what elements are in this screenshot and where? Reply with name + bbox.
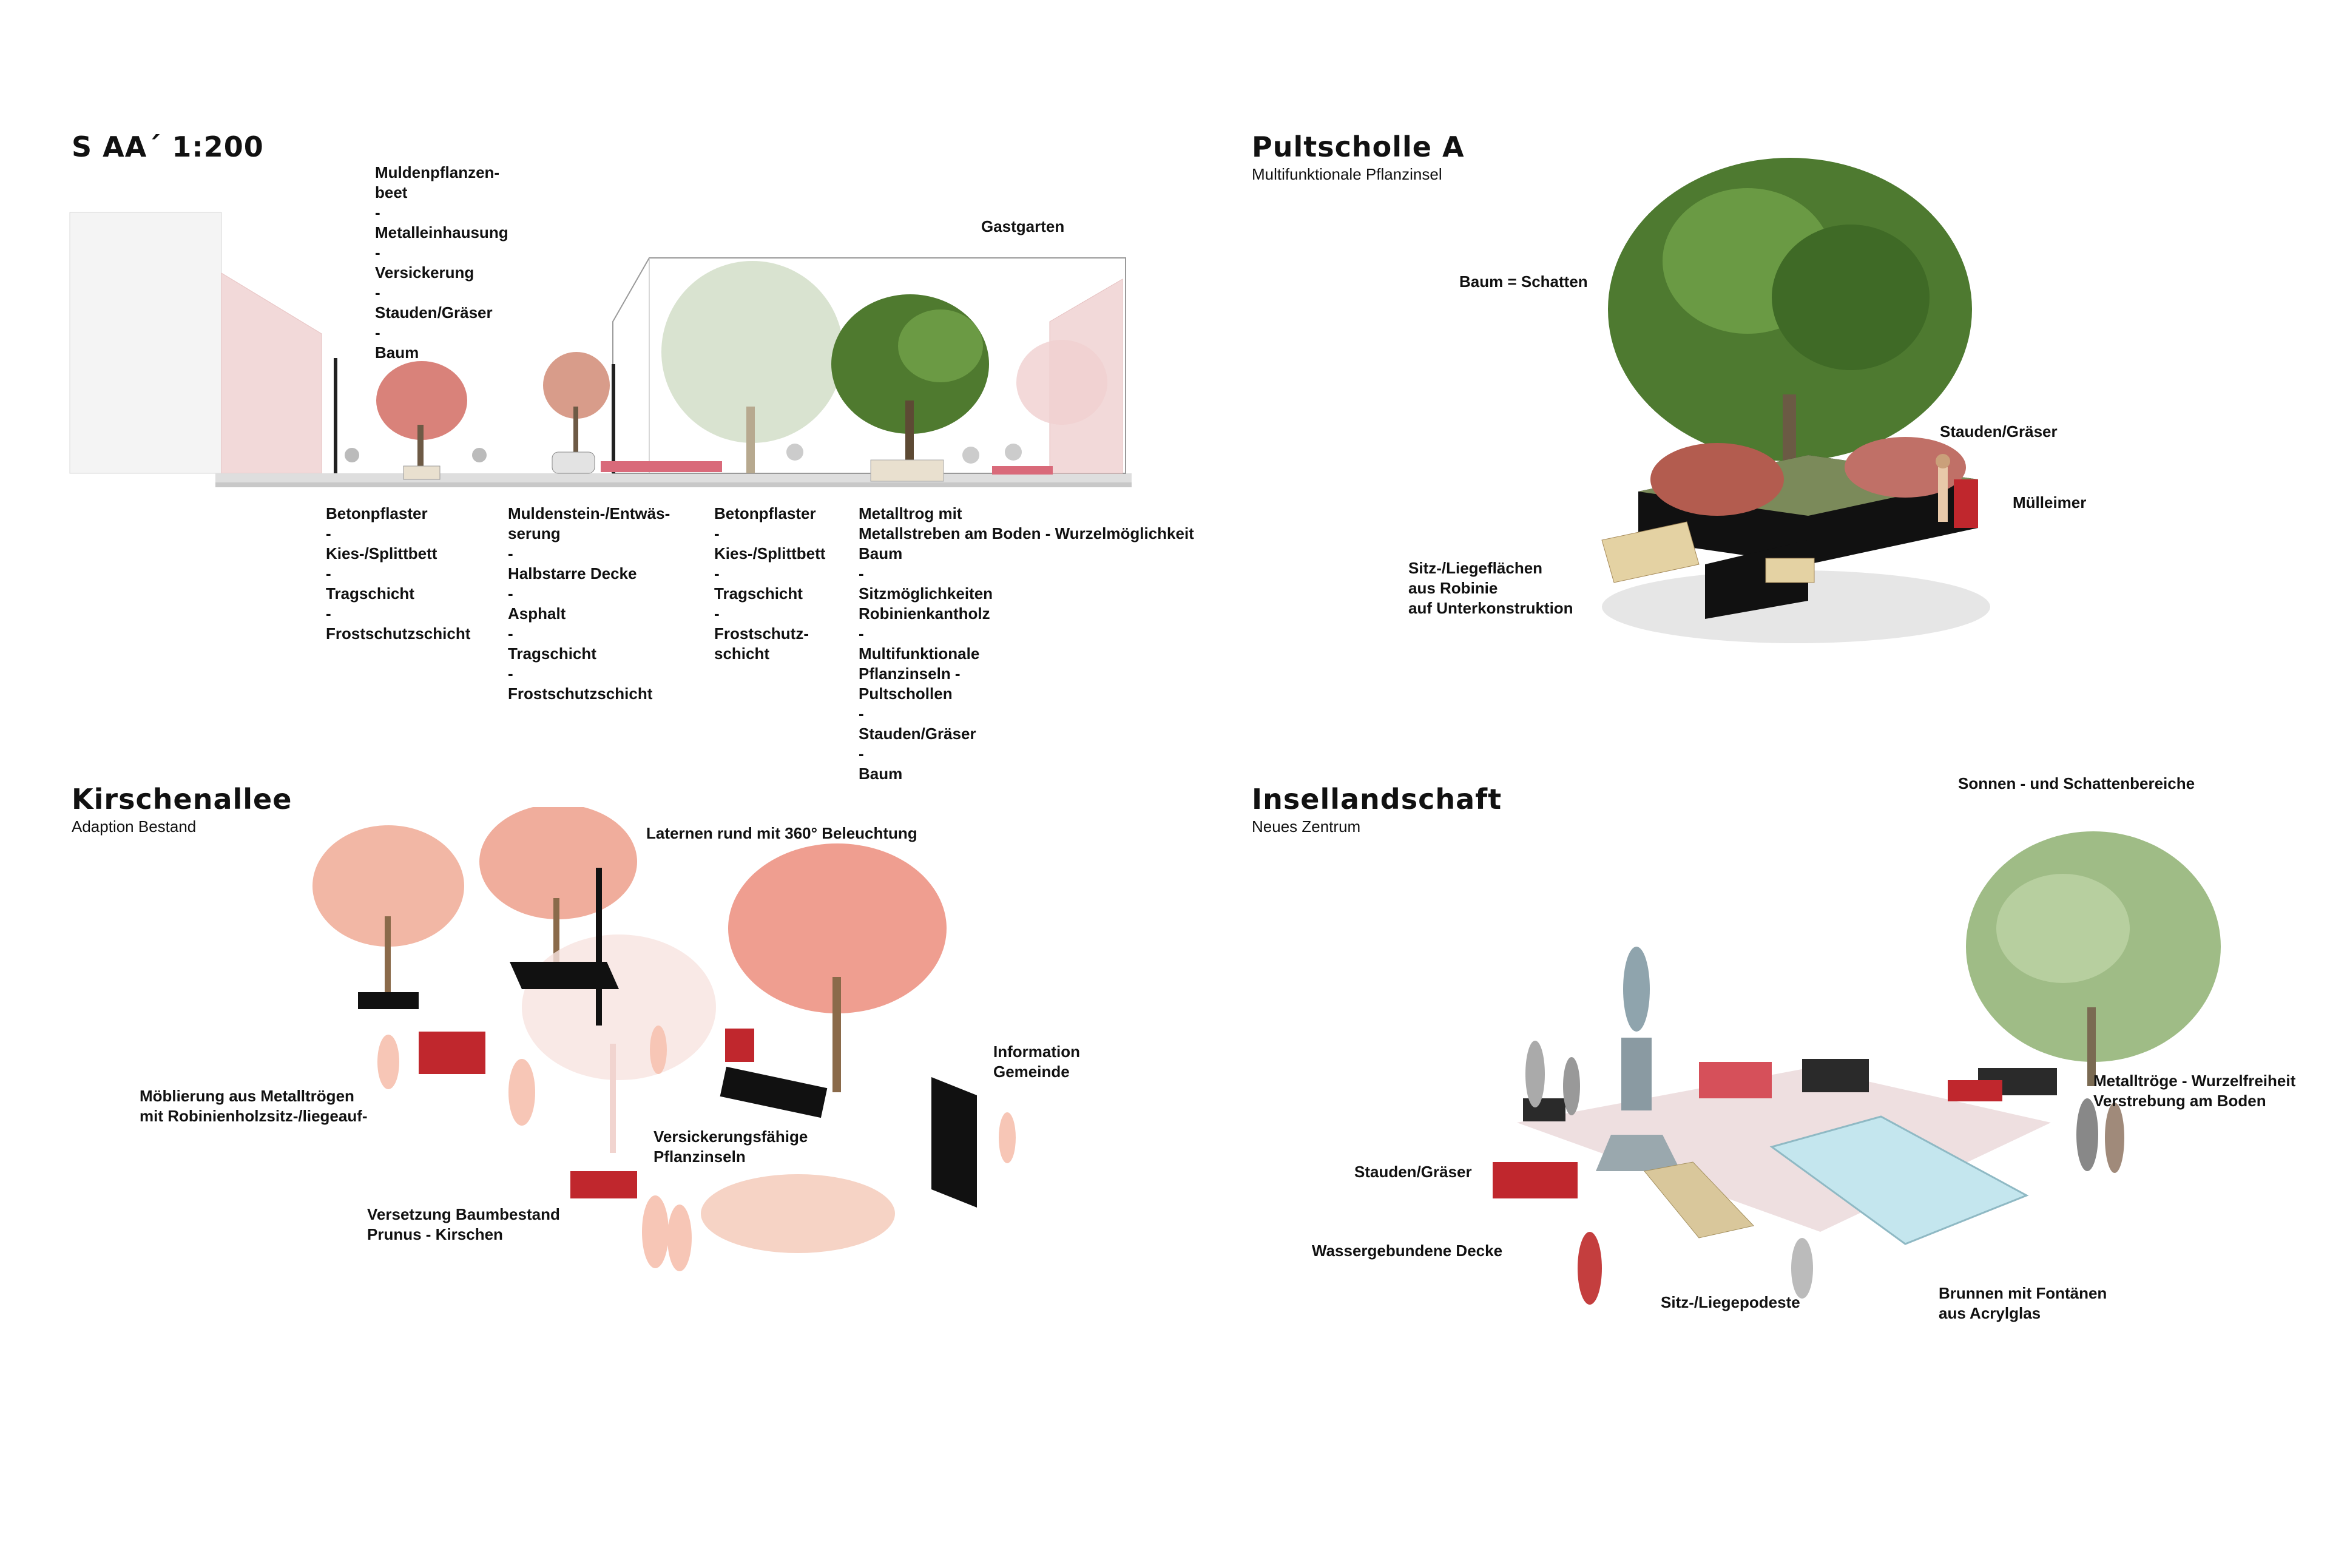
section-title: S AA´ 1:200 — [72, 130, 264, 163]
insel-sitz-label: Sitz-/Liegepodeste — [1661, 1293, 1800, 1311]
kirsch-laternen-label: Laternen rund mit 360° Beleuchtung — [646, 824, 917, 842]
insel-title: Insellandschaft — [1252, 783, 1502, 816]
section-col2: Muldenstein-/Entwäs-serung-Halbstarre De… — [508, 504, 670, 703]
insel-stauden-label: Stauden/Gräser — [1354, 1163, 1472, 1181]
insel-illustration — [1493, 831, 2221, 1305]
section-col3: Betonpflaster-Kies-/Splittbett-Tragschic… — [714, 504, 826, 663]
insel-sonnen-label: Sonnen - und Schattenbereiche — [1958, 774, 2195, 792]
insel-wasser-label: Wassergebundene Decke — [1312, 1242, 1503, 1260]
pult-muell-label: Mülleimer — [2013, 493, 2087, 512]
kirsch-title: Kirschenallee — [72, 783, 292, 816]
section-col1: Betonpflaster-Kies-/Splittbett-Tragschic… — [326, 504, 471, 643]
section-drawing — [69, 212, 1132, 487]
pult-subtitle: Multifunktionale Pflanzinsel — [1252, 165, 1442, 183]
insel-subtitle: Neues Zentrum — [1252, 817, 1361, 836]
gastgarten-label: Gastgarten — [981, 217, 1065, 235]
section-top-label: Muldenpflanzen-beet-Metalleinhausung-Ver… — [375, 163, 508, 362]
pult-illustration — [1601, 158, 1990, 643]
kirsch-illustration — [312, 807, 1016, 1271]
kirsch-subtitle: Adaption Bestand — [72, 817, 197, 836]
pult-baum-label: Baum = Schatten — [1459, 272, 1588, 291]
pult-title: Pultscholle A — [1252, 130, 1465, 163]
pult-stauden-label: Stauden/Gräser — [1940, 422, 2058, 441]
